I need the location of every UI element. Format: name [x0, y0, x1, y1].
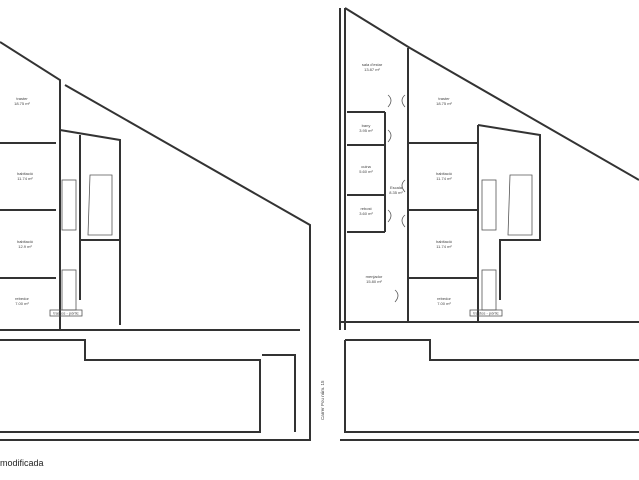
street-label: Carrer Pou núm. 15: [320, 380, 325, 420]
room-label: habitació: [17, 171, 34, 176]
caption: modificada: [0, 458, 44, 468]
room-label: rebedor: [15, 296, 29, 301]
room-label: traster: [16, 96, 28, 101]
room-area: 11.74 m²: [436, 244, 452, 249]
left-plan: trastos - pòrtic traster 18.75 m² habita…: [0, 41, 311, 441]
room-area: 7.00 m²: [15, 301, 29, 306]
room-label: menjador: [366, 274, 383, 279]
room-label: habitació: [436, 239, 453, 244]
tag: trastos - pòrtic: [473, 311, 498, 316]
room-label: Escala: [390, 185, 403, 190]
room-area: 15.80 m²: [366, 279, 382, 284]
right-plan: trastos - pòrtic sala d'estar 13.87 m² b…: [339, 7, 639, 441]
room-area: 11.74 m²: [17, 176, 33, 181]
room-label: rebost: [360, 206, 372, 211]
tag: trastos - pòrtic: [53, 311, 78, 316]
room-area: 3.95 m²: [359, 128, 373, 133]
room-area: 8.35 m²: [389, 190, 403, 195]
room-area: 5.60 m²: [359, 169, 373, 174]
room-label: bany: [362, 123, 371, 128]
room-label: cuina: [361, 164, 371, 169]
room-label: habitació: [17, 239, 34, 244]
room-label: traster: [438, 96, 450, 101]
room-area: 11.74 m²: [436, 176, 452, 181]
room-area: 7.00 m²: [437, 301, 451, 306]
room-area: 3.60 m²: [359, 211, 373, 216]
room-area: 18.75 m²: [436, 101, 452, 106]
room-label: sala d'estar: [362, 62, 383, 67]
room-area: 12.9 m²: [18, 244, 32, 249]
room-area: 13.87 m²: [364, 67, 380, 72]
room-label: habitació: [436, 171, 453, 176]
room-label: rebedor: [437, 296, 451, 301]
room-area: 18.75 m²: [14, 101, 30, 106]
